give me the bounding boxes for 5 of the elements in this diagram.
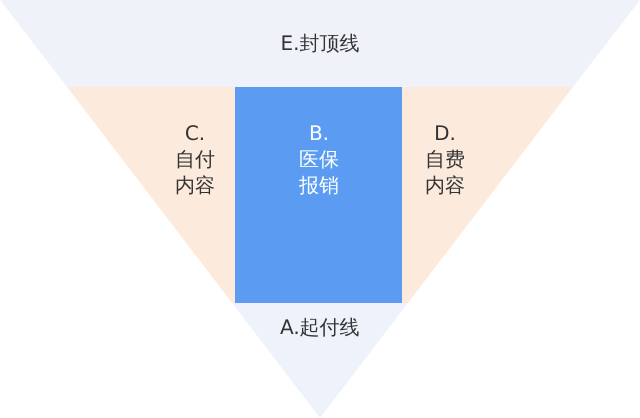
region-label: C. 自付内容	[175, 120, 215, 198]
region-label: B. 医保报销	[299, 120, 339, 198]
region-label: D. 自费内容	[425, 120, 465, 198]
region-label: E.封顶线	[280, 30, 360, 56]
region-label: A.起付线	[280, 314, 360, 340]
